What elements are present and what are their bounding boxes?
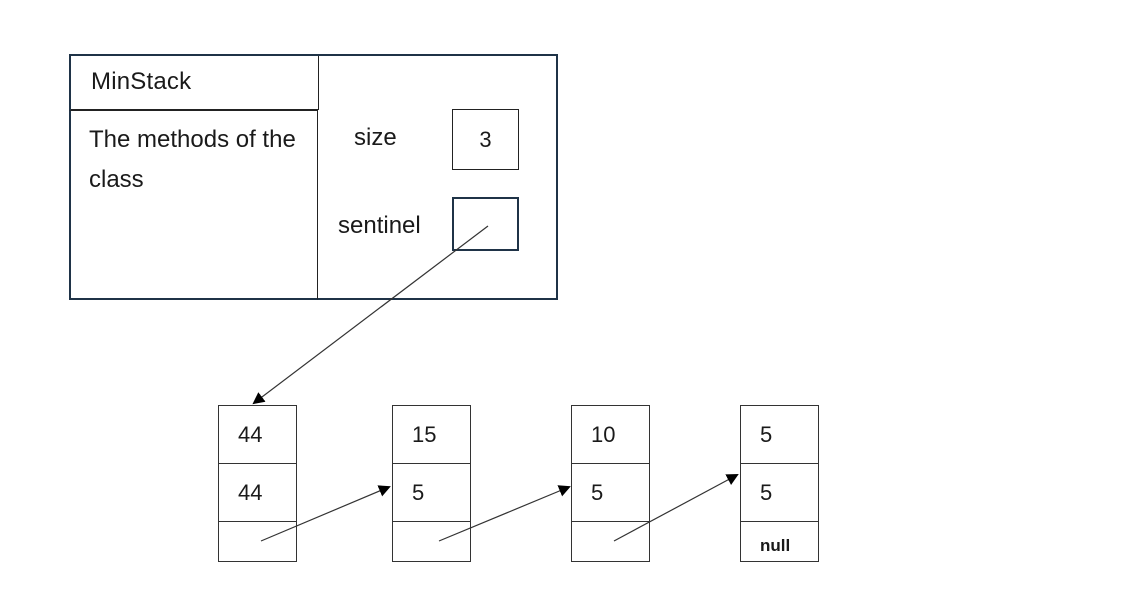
node-4-min: 5 xyxy=(760,480,773,505)
node-1-value: 44 xyxy=(238,422,263,447)
node-4: 5 5 null xyxy=(740,405,819,562)
node-2-next-cell xyxy=(393,522,470,561)
minstack-title-strip xyxy=(71,56,319,110)
sentinel-label: sentinel xyxy=(338,212,421,239)
node-1-min: 44 xyxy=(238,480,263,505)
node-2-min: 5 xyxy=(412,480,425,505)
node-3-value-cell: 10 xyxy=(572,406,649,464)
node-4-value: 5 xyxy=(760,422,773,447)
node-4-next: null xyxy=(760,536,791,555)
minstack-title: MinStack xyxy=(91,68,192,95)
node-3-next-cell xyxy=(572,522,649,561)
node-2: 15 5 xyxy=(392,405,471,562)
node-3-min-cell: 5 xyxy=(572,464,649,522)
size-value-box: 3 xyxy=(452,109,519,170)
node-1: 44 44 xyxy=(218,405,297,562)
node-2-value-cell: 15 xyxy=(393,406,470,464)
node-3-min: 5 xyxy=(591,480,604,505)
methods-box xyxy=(69,110,318,300)
size-value: 3 xyxy=(479,126,492,152)
node-1-next-cell xyxy=(219,522,296,561)
node-3-value: 10 xyxy=(591,422,616,447)
node-4-value-cell: 5 xyxy=(741,406,818,464)
node-1-min-cell: 44 xyxy=(219,464,296,522)
node-2-value: 15 xyxy=(412,422,437,447)
methods-text: The methods of the class xyxy=(89,126,296,193)
node-3: 10 5 xyxy=(571,405,650,562)
node-1-value-cell: 44 xyxy=(219,406,296,464)
node-4-min-cell: 5 xyxy=(741,464,818,522)
node-4-next-cell: null xyxy=(741,522,818,561)
size-label: size xyxy=(354,124,397,151)
node-2-min-cell: 5 xyxy=(393,464,470,522)
sentinel-reference-box xyxy=(452,197,519,251)
